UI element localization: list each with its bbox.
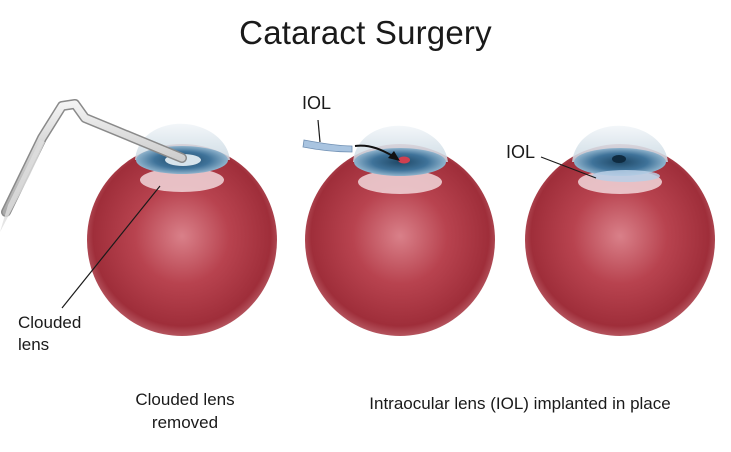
pupil-2 [398,156,410,164]
eye-3-iol-implanted [525,125,715,336]
caption-lens-removed-line2: removed [151,413,219,432]
pupil-3 [612,155,626,163]
lens-capsule-1 [140,168,224,192]
caption-lens-removed-line1: Clouded lens [135,390,235,409]
label-clouded-lens-line1: Clouded [18,313,82,332]
leader-clouded-lens [61,185,161,309]
phaco-probe-icon [0,99,187,232]
eye-1-clouded-lens-removed [0,99,277,336]
diagram-title: Cataract Surgery [239,14,492,51]
leader-iol-insert [317,119,321,143]
label-iol-implanted: IOL [506,142,536,162]
eyeball-3 [525,144,715,336]
label-iol-insert: IOL [302,93,332,113]
iol-lens-insert-icon [302,139,353,153]
leader-iol-implanted [540,156,597,179]
label-clouded-lens-line2: lens [18,335,50,354]
caption-lens-removed: Clouded lens removed [110,388,260,434]
eye-2-iol-insertion [302,119,495,336]
insertion-arrowhead-icon [388,151,400,161]
lens-capsule-2 [358,170,442,194]
label-clouded-lens: Clouded lens [18,312,81,356]
implanted-iol-icon [592,170,660,182]
eyeball-1 [87,144,277,336]
eyeball-2 [305,144,495,336]
caption-iol-implanted: Intraocular lens (IOL) implanted in plac… [369,394,671,413]
